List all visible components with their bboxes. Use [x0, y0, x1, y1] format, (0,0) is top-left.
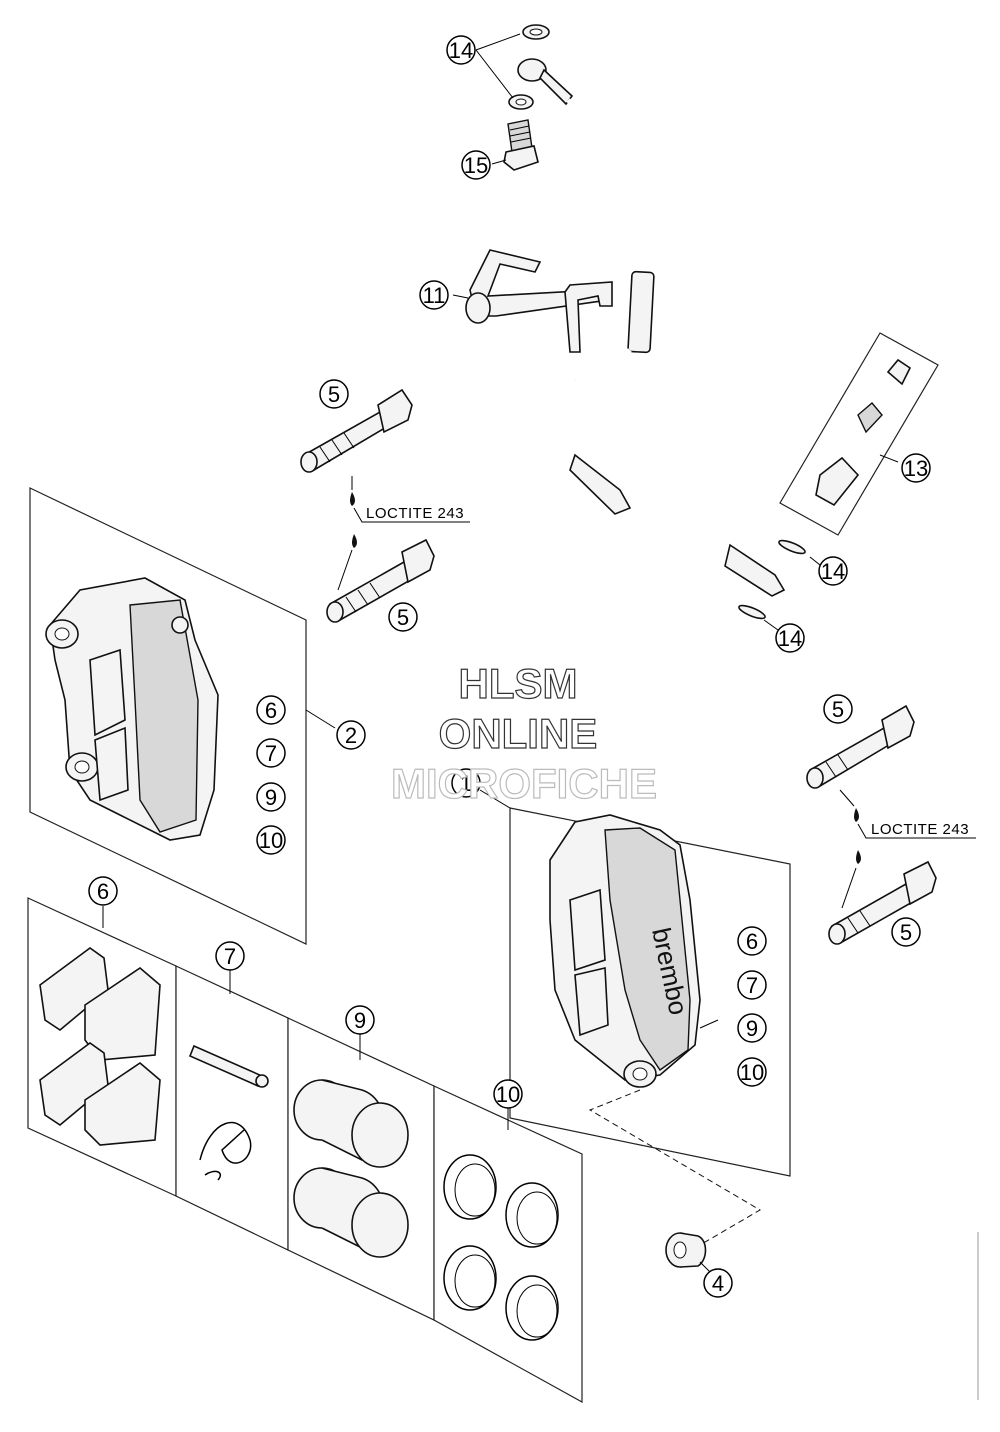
loctite-note-right: LOCTITE 243	[871, 821, 969, 838]
callout-5-lower: 5	[388, 602, 418, 632]
callout-14-right-b: 14	[775, 623, 805, 653]
callout-7-kit: 7	[215, 941, 245, 971]
callout-14-top: 14	[446, 35, 476, 65]
callout-13: 13	[901, 453, 931, 483]
callout-9-kit: 9	[345, 1005, 375, 1035]
kit-panel-pins	[175, 965, 289, 1251]
callout-4: 4	[703, 1268, 733, 1298]
kit-panel-seals	[433, 1085, 583, 1404]
washer-lower	[508, 94, 534, 110]
brake-line-right	[659, 391, 741, 561]
bolt-right-upper	[806, 704, 915, 789]
callout-6-right: 6	[737, 926, 767, 956]
svg-text:7: 7	[746, 973, 758, 998]
pin-clip	[199, 1121, 252, 1181]
callout-11: 11	[419, 280, 449, 310]
svg-text:5: 5	[328, 382, 340, 407]
svg-text:6: 6	[746, 929, 758, 954]
callout-9-right: 9	[737, 1013, 767, 1043]
loctite-drop-b	[854, 808, 861, 864]
callout-9-left: 9	[256, 782, 286, 812]
svg-text:1: 1	[460, 771, 472, 796]
washer-top	[522, 24, 550, 40]
svg-text:7: 7	[265, 741, 277, 766]
callout-7-right: 7	[737, 970, 767, 1000]
svg-text:10: 10	[740, 1060, 764, 1085]
callout-5-right-upper: 5	[823, 694, 853, 724]
spacer	[665, 1232, 707, 1268]
banjo-fitting	[517, 58, 574, 106]
svg-text:15: 15	[464, 153, 488, 178]
bolt-lower	[326, 538, 435, 623]
washer-right-a	[778, 539, 806, 555]
callout-10-right: 10	[737, 1057, 767, 1087]
watermark-line-3: MICROFICHE	[391, 760, 657, 807]
svg-text:9: 9	[354, 1008, 366, 1033]
svg-text:11: 11	[423, 283, 446, 308]
callout-10-kit: 10	[493, 1079, 523, 1109]
callout-5-upper: 5	[319, 379, 349, 409]
callout-7-left: 7	[256, 738, 286, 768]
piston-seals	[443, 1154, 559, 1341]
pad-pin	[188, 1044, 269, 1088]
svg-text:5: 5	[397, 605, 409, 630]
svg-text:9: 9	[746, 1016, 758, 1041]
callout-15: 15	[461, 150, 491, 180]
bolt-upper	[300, 388, 413, 473]
callout-6-kit: 6	[88, 876, 118, 906]
callout-1: 1	[451, 768, 481, 798]
hose-bracket	[465, 249, 613, 353]
callout-10-left: 10	[256, 825, 286, 855]
callout-6-left: 6	[256, 695, 286, 725]
svg-text:13: 13	[904, 456, 928, 481]
callout-14-right-a: 14	[818, 556, 848, 586]
svg-text:2: 2	[345, 723, 357, 748]
right-caliper: brembo	[549, 814, 701, 1088]
watermark-line-2: ONLINE	[439, 710, 598, 757]
svg-text:10: 10	[496, 1082, 520, 1107]
svg-text:14: 14	[821, 559, 845, 584]
bleed-screw	[503, 119, 539, 171]
kit-panel-pistons	[287, 1017, 435, 1321]
svg-text:6: 6	[265, 698, 277, 723]
svg-text:10: 10	[259, 828, 283, 853]
left-caliper	[45, 577, 219, 841]
watermark: HLSM ONLINE MICROFICHE	[390, 659, 657, 807]
bolt-right-lower	[828, 860, 937, 945]
svg-text:7: 7	[224, 944, 236, 969]
washer-right-b	[738, 604, 766, 620]
callout-2: 2	[336, 720, 366, 750]
callout-5-right-lower: 5	[891, 917, 921, 947]
brake-pads	[39, 947, 161, 1146]
svg-text:14: 14	[778, 626, 802, 651]
loctite-note-left: LOCTITE 243	[366, 505, 464, 522]
svg-text:14: 14	[449, 38, 473, 63]
svg-text:4: 4	[712, 1271, 724, 1296]
hose-sleeve	[627, 270, 655, 354]
svg-text:6: 6	[97, 879, 109, 904]
svg-text:5: 5	[832, 697, 844, 722]
svg-text:5: 5	[900, 920, 912, 945]
svg-text:9: 9	[265, 785, 277, 810]
watermark-line-1: HLSM	[459, 660, 578, 707]
pistons	[293, 1079, 409, 1258]
loctite-drop-a	[350, 492, 357, 548]
bleed-kit-panel	[779, 332, 939, 536]
